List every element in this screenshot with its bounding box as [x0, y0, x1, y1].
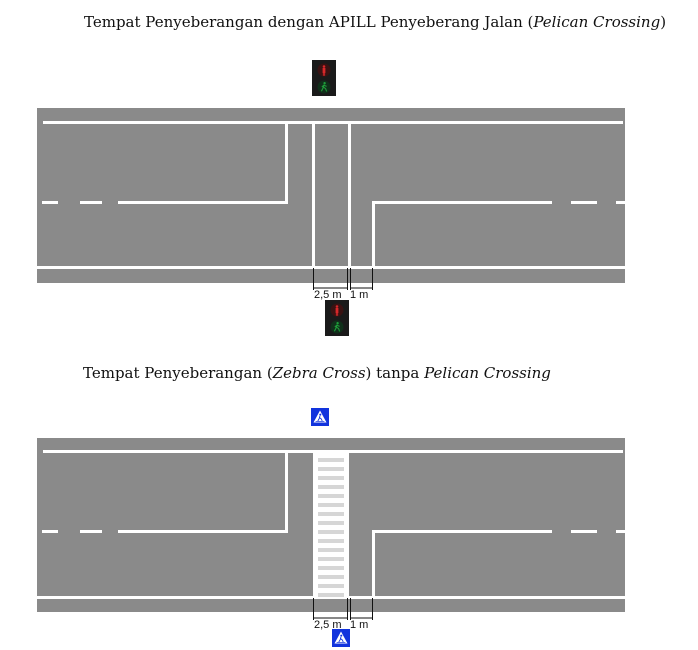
- crossing-line-right: [348, 124, 351, 266]
- zebra-stripe: [318, 548, 344, 552]
- stop-line-left: [285, 453, 288, 533]
- title-italic-zebra: Zebra Cross: [272, 364, 366, 382]
- zebra-stripe: [318, 566, 344, 570]
- zebra-stripe: [318, 593, 344, 597]
- zebra-stripe: [318, 530, 344, 534]
- zebra-stripe: [318, 476, 344, 480]
- zebra-stripe: [318, 485, 344, 489]
- title-italic-pelican: Pelican Crossing: [424, 364, 551, 382]
- stop-line-right: [372, 201, 375, 266]
- zebra-stripe: [318, 467, 344, 471]
- zebra-stripe: [318, 521, 344, 525]
- road-surface: [37, 108, 625, 283]
- zebra-stripe: [318, 494, 344, 498]
- dimension-gap-width: 1 m: [350, 619, 368, 631]
- title-text-start: Tempat Penyeberangan (: [83, 364, 273, 382]
- stop-line-right: [372, 530, 375, 596]
- pedestrian-crossing-sign-icon: [310, 407, 330, 427]
- zebra-stripe: [318, 458, 344, 462]
- dimension-markers: [313, 268, 373, 290]
- zebra-crossing-stripes: [313, 453, 349, 597]
- road-edge-line-bottom: [37, 596, 625, 599]
- pedestrian-crossing-sign-icon: [331, 628, 351, 648]
- dimension-crossing-width: 2,5 m: [314, 619, 342, 631]
- zebra-stripe: [318, 557, 344, 561]
- title-text-end: ): [660, 13, 667, 31]
- road-edge-line-top: [43, 450, 623, 453]
- zebra-stripe: [318, 503, 344, 507]
- title-text-mid: ) tanpa: [365, 364, 425, 382]
- zebra-stripe: [318, 512, 344, 516]
- road-edge-line-top: [43, 121, 623, 124]
- center-dashed-line-left: [42, 201, 288, 204]
- title-text-start: Tempat Penyeberangan dengan APILL Penyeb…: [84, 13, 534, 31]
- zebra-stripe: [318, 539, 344, 543]
- dimension-gap-width: 1 m: [350, 289, 368, 301]
- title-italic: Pelican Crossing: [533, 13, 661, 31]
- stop-line-left: [285, 124, 288, 204]
- zebra-stripe: [318, 584, 344, 588]
- pelican-crossing-title: Tempat Penyeberangan dengan APILL Penyeb…: [84, 13, 666, 31]
- zebra-cross-title: Tempat Penyeberangan (Zebra Cross) tanpa…: [83, 364, 551, 382]
- dimension-crossing-width: 2,5 m: [314, 289, 342, 301]
- dimension-markers: [313, 598, 373, 620]
- center-dashed-line-right: [372, 201, 625, 204]
- center-dashed-line-left: [42, 530, 288, 533]
- road-edge-line-bottom: [37, 266, 625, 269]
- center-dashed-line-right: [372, 530, 625, 533]
- crossing-line-left: [312, 124, 315, 266]
- pedestrian-signal-icon: [311, 59, 337, 97]
- zebra-stripe: [318, 575, 344, 579]
- pedestrian-signal-icon: [324, 299, 350, 337]
